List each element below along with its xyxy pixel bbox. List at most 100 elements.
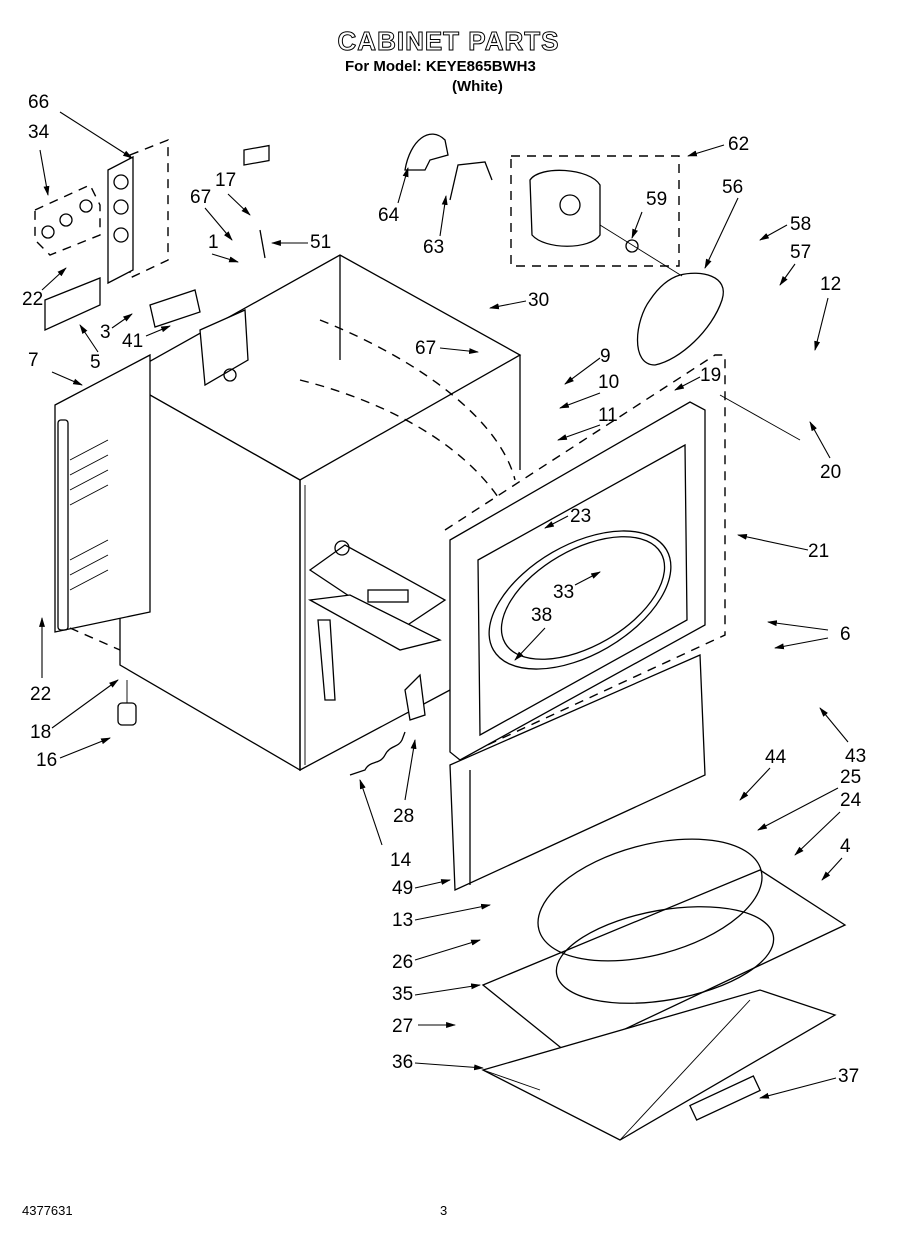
callout-22: 22 bbox=[22, 267, 67, 310]
callout-12: 12 bbox=[814, 274, 841, 351]
callout-number: 41 bbox=[122, 331, 143, 352]
leader-arrow bbox=[687, 144, 725, 157]
callout-number: 35 bbox=[392, 984, 413, 1005]
leader-arrow bbox=[759, 1077, 837, 1099]
leader-arrow bbox=[739, 767, 771, 801]
leader-arrow bbox=[674, 376, 701, 391]
callout-10: 10 bbox=[559, 372, 619, 409]
callout-number: 3 bbox=[100, 322, 111, 343]
terminal-block-assembly bbox=[34, 138, 270, 332]
leader-arrow bbox=[439, 195, 448, 237]
callout-51: 51 bbox=[271, 232, 331, 253]
callout-number: 7 bbox=[28, 350, 39, 371]
leader-arrow bbox=[397, 167, 409, 204]
door-assembly bbox=[481, 838, 847, 1141]
callout-number: 22 bbox=[22, 289, 43, 310]
leader-arrow bbox=[414, 983, 481, 996]
callout-5: 5 bbox=[79, 324, 101, 373]
callout-number: 9 bbox=[600, 346, 611, 367]
callout-37: 37 bbox=[759, 1066, 859, 1099]
callout-number: 11 bbox=[598, 405, 618, 426]
callout-number: 22 bbox=[30, 684, 51, 705]
drive-belt bbox=[636, 272, 724, 366]
callout-26: 26 bbox=[392, 939, 481, 973]
callout-number: 59 bbox=[646, 189, 667, 210]
toe-panel bbox=[449, 654, 706, 891]
leader-arrow bbox=[574, 571, 601, 586]
callout-44: 44 bbox=[739, 747, 787, 801]
callout-14: 14 bbox=[359, 779, 412, 871]
callout-22: 22 bbox=[30, 617, 51, 705]
callout-59: 59 bbox=[631, 189, 667, 239]
callout-number: 10 bbox=[598, 372, 619, 393]
wire-brackets bbox=[404, 133, 493, 201]
leader-arrow bbox=[414, 879, 451, 889]
callout-number: 27 bbox=[392, 1016, 413, 1037]
leader-arrow bbox=[757, 787, 839, 831]
leader-arrow bbox=[204, 207, 233, 241]
leader-arrow bbox=[414, 939, 481, 961]
callout-9: 9 bbox=[564, 346, 611, 385]
leader-arrow bbox=[489, 300, 527, 310]
leveling-leg bbox=[117, 680, 137, 726]
callout-number: 38 bbox=[531, 605, 552, 626]
callout-number: 5 bbox=[90, 352, 101, 373]
callout-17: 17 bbox=[215, 170, 251, 216]
leader-arrow bbox=[211, 253, 239, 263]
callout-23: 23 bbox=[544, 506, 591, 529]
callout-67: 67 bbox=[415, 338, 479, 359]
callout-62: 62 bbox=[687, 134, 749, 157]
callout-34: 34 bbox=[28, 122, 50, 196]
front-panel bbox=[444, 354, 801, 761]
leader-arrow bbox=[819, 707, 849, 743]
callout-35: 35 bbox=[392, 983, 481, 1005]
leader-arrow bbox=[564, 357, 601, 385]
callout-number: 57 bbox=[790, 242, 811, 263]
document-number: 4377631 bbox=[22, 1203, 73, 1218]
callout-number: 34 bbox=[28, 122, 50, 143]
callout-number: 26 bbox=[392, 952, 413, 973]
callout-38: 38 bbox=[514, 605, 552, 661]
leader-arrow bbox=[41, 267, 67, 291]
leader-arrow bbox=[59, 111, 133, 159]
callout-number: 24 bbox=[840, 790, 862, 811]
callout-18: 18 bbox=[30, 679, 119, 743]
callout-number: 67 bbox=[190, 187, 211, 208]
callout-20: 20 bbox=[809, 421, 841, 483]
callout-number: 43 bbox=[845, 746, 866, 767]
callout-number: 44 bbox=[765, 747, 787, 768]
motor-assembly bbox=[510, 155, 683, 277]
callout-30: 30 bbox=[489, 290, 549, 311]
callout-number: 20 bbox=[820, 462, 841, 483]
callout-number: 16 bbox=[36, 750, 57, 771]
leader-arrow bbox=[557, 424, 601, 441]
leader-arrow bbox=[794, 811, 841, 856]
callout-number: 58 bbox=[790, 214, 811, 235]
callout-4: 4 bbox=[821, 836, 851, 881]
callout-13: 13 bbox=[392, 903, 491, 931]
leader-arrow bbox=[414, 903, 491, 921]
callout-3: 3 bbox=[100, 313, 133, 343]
callout-number: 64 bbox=[378, 205, 400, 226]
callout-number: 4 bbox=[840, 836, 851, 857]
callout-number: 36 bbox=[392, 1052, 413, 1073]
leader-arrow bbox=[821, 857, 843, 881]
leader-arrow bbox=[51, 679, 119, 729]
callout-number: 63 bbox=[423, 237, 444, 258]
page-number: 3 bbox=[440, 1203, 448, 1218]
door-hinge bbox=[404, 673, 426, 721]
callout-number: 30 bbox=[528, 290, 549, 311]
callout-57: 57 bbox=[779, 242, 811, 286]
leader-arrow bbox=[809, 421, 831, 459]
leader-arrow bbox=[51, 371, 83, 386]
callout-number: 56 bbox=[722, 177, 743, 198]
leader-arrow bbox=[404, 739, 417, 801]
callout-7: 7 bbox=[28, 350, 83, 386]
leader-arrow bbox=[704, 197, 739, 269]
callout-number: 14 bbox=[390, 850, 412, 871]
leader-arrow bbox=[359, 779, 383, 846]
callout-number: 19 bbox=[700, 365, 721, 386]
callout-number: 25 bbox=[840, 767, 861, 788]
callout-number: 51 bbox=[310, 232, 331, 253]
door-spring bbox=[349, 731, 406, 776]
